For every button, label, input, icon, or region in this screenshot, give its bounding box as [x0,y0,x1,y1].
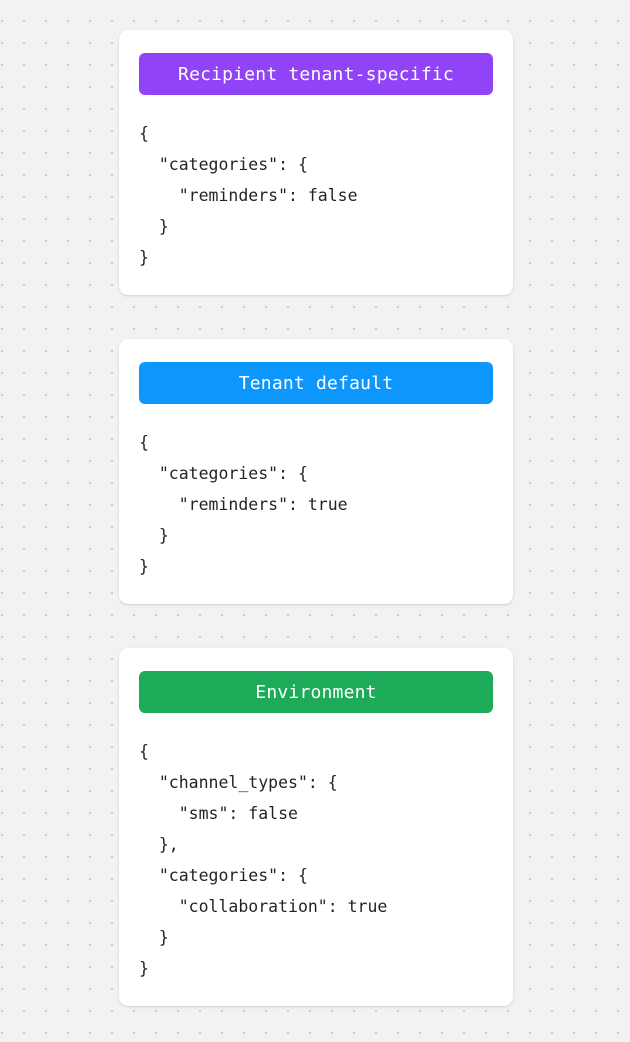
card-title-badge-recipient-tenant-specific: Recipient tenant-specific [139,53,493,95]
card-json-body-environment: { "channel_types": { "sms": false }, "ca… [139,742,388,978]
card-tenant-default: Tenant default { "categories": { "remind… [119,339,513,604]
card-title-badge-tenant-default: Tenant default [139,362,493,404]
card-json-body-tenant-default: { "categories": { "reminders": true } } [139,433,348,576]
card-json-body-recipient-tenant-specific: { "categories": { "reminders": false } } [139,124,358,267]
card-title-badge-environment: Environment [139,671,493,713]
card-environment: Environment { "channel_types": { "sms": … [119,648,513,1006]
card-recipient-tenant-specific: Recipient tenant-specific { "categories"… [119,30,513,295]
preference-layers-stack: Recipient tenant-specific { "categories"… [119,30,513,1006]
